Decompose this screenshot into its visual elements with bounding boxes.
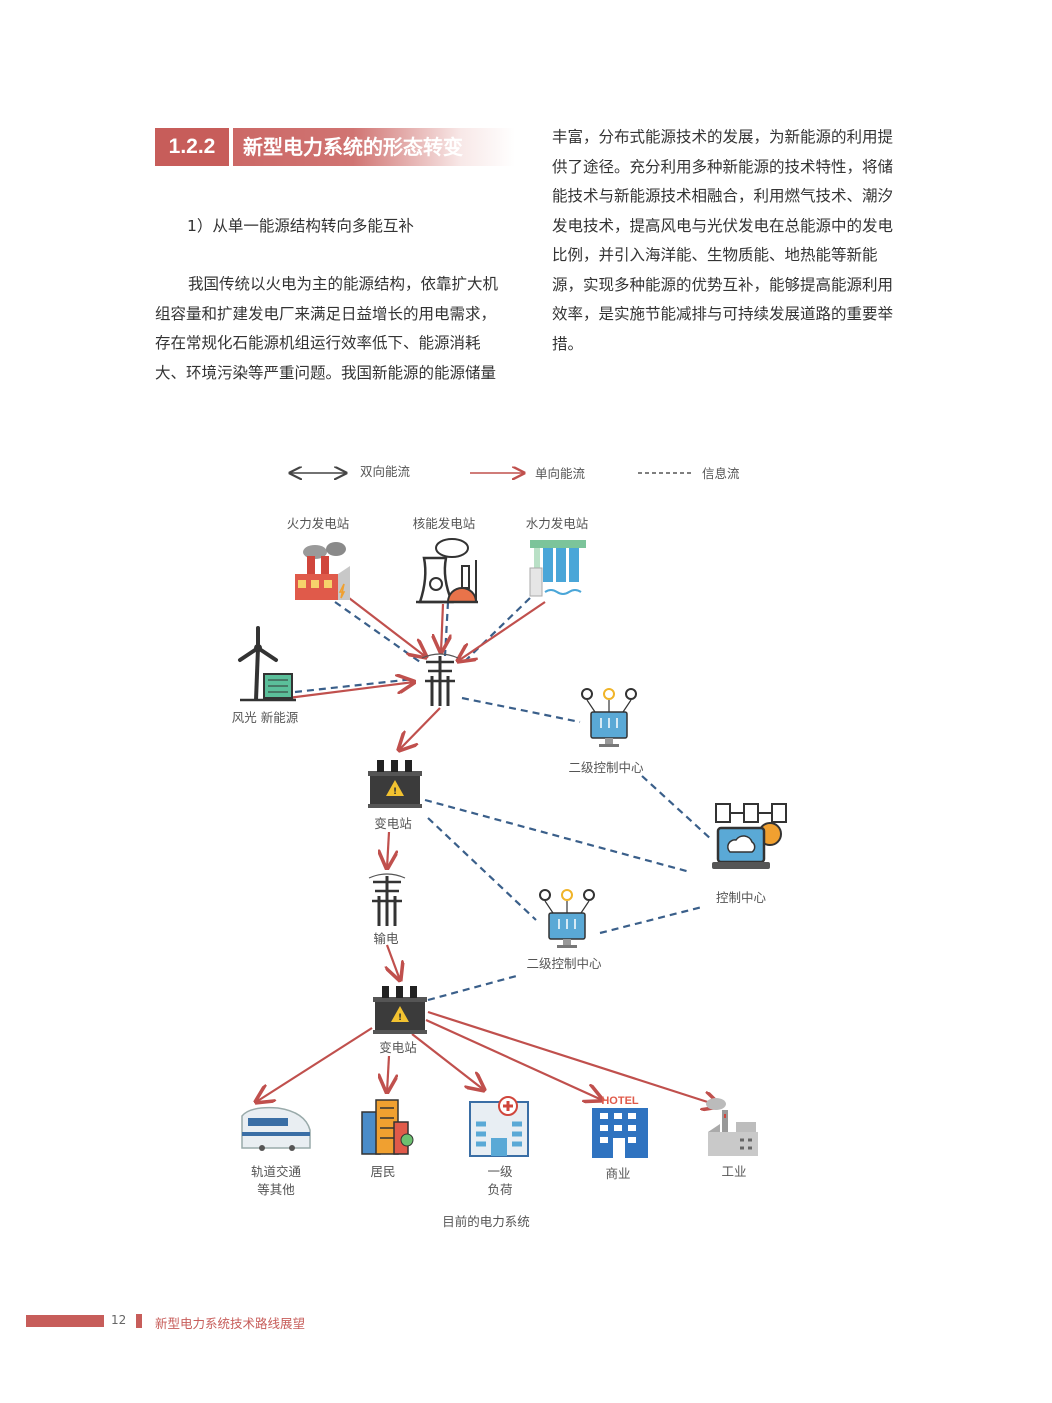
legend-info-label: 信息流 [702, 466, 740, 481]
hotel-sign: HOTEL [601, 1095, 639, 1107]
paragraph-line: 大、环境污染等严重问题。我国新能源的能源储量 [155, 363, 497, 382]
subheading: 1）从单一能源结构转向多能互补 [187, 217, 414, 235]
secondary-control-center-label-1: 二级控制中心 [568, 760, 644, 775]
thermal-plant-label: 火力发电站 [287, 516, 350, 531]
control-center-icon [712, 803, 787, 869]
hydro-plant-label: 水力发电站 [526, 516, 589, 531]
control-center-label: 控制中心 [716, 890, 767, 905]
nuclear-plant-label: 核能发电站 [413, 516, 476, 531]
info-flow-lines [294, 597, 713, 1002]
substation-icon [368, 760, 422, 808]
transmission-label: 输电 [373, 931, 399, 946]
substation-label-1: 变电站 [374, 816, 412, 831]
transmission-pylon-hub-icon [420, 652, 460, 708]
legend: 双向能流 单向能流 信息流 [290, 464, 740, 481]
thermal-plant-icon [295, 542, 350, 600]
nuclear-plant-icon [416, 538, 478, 604]
factory-icon [706, 1098, 758, 1156]
paragraph-line: 效率，是实施节能减排与可持续发展道路的重要举 [552, 305, 894, 323]
primary-load-label-line2: 负荷 [487, 1182, 512, 1197]
secondary-control-center-icon [539, 889, 595, 949]
section-divider [229, 128, 233, 166]
section-title: 新型电力系统的形态转变 [243, 135, 463, 159]
primary-load-label-line1: 一级 [487, 1164, 513, 1179]
right-paragraph: 丰富，分布式能源技术的发展，为新能源的利用提 供了途径。充分利用多种新能源的技术… [552, 123, 914, 359]
high-speed-train-icon [241, 1106, 311, 1151]
paragraph-line: 供了途径。充分利用多种新能源的技术特性，将储 [552, 157, 894, 176]
paragraph-line: 丰富，分布式能源技术的发展，为新能源的利用提 [552, 128, 894, 146]
hydro-plant-icon [529, 540, 586, 597]
left-paragraph: 我国传统以火电为主的能源结构，依靠扩大机 组容量和扩建发电厂来满足日益增长的用电… [155, 270, 517, 388]
substation-label-2: 变电站 [379, 1040, 417, 1055]
footer-title: 新型电力系统技术路线展望 [155, 1316, 306, 1331]
rail-label-line1: 轨道交通 [251, 1164, 302, 1179]
wind-turbine-icon [238, 626, 296, 702]
paragraph-line: 比例，并引入海洋能、生物质能、地热能等新能 [552, 246, 878, 264]
rail-label-line2: 等其他 [257, 1182, 295, 1197]
paragraph-line: 组容量和扩建发电厂来满足日益增长的用电需求， [155, 304, 497, 323]
paragraph-line: 发电技术，提高风电与光伏发电在总能源中的发电 [552, 216, 894, 235]
wind-solar-label: 风光 新能源 [232, 710, 299, 725]
page-number: 12 [111, 1313, 127, 1327]
substation-icon [373, 986, 427, 1034]
transmission-pylon-icon [367, 872, 407, 928]
commerce-label: 商业 [605, 1166, 630, 1181]
paragraph-line: 能技术与新能源技术相融合，利用燃气技术、潮汐 [552, 187, 894, 205]
section-number: 1.2.2 [155, 128, 229, 166]
section-heading: 1.2.2 新型电力系统的形态转变 [155, 128, 515, 166]
legend-bidirectional-label: 双向能流 [360, 464, 411, 479]
paragraph-line: 存在常规化石能源机组运行效率低下、能源消耗 [155, 334, 481, 352]
figure-caption: 目前的电力系统 [442, 1214, 530, 1229]
secondary-control-center-icon [581, 688, 637, 748]
secondary-control-center-label-2: 二级控制中心 [526, 956, 602, 971]
footer-marker [136, 1314, 142, 1328]
industry-label: 工业 [721, 1164, 746, 1179]
hotel-building-icon: HOTEL [592, 1095, 648, 1158]
hospital-icon [469, 1096, 529, 1157]
residents-label: 居民 [370, 1164, 395, 1179]
paragraph-line: 源，实现多种能源的优势互补，能够提高能源利用 [552, 275, 894, 294]
paragraph-line: 我国传统以火电为主的能源结构，依靠扩大机 [188, 275, 499, 293]
legend-unidirectional-label: 单向能流 [535, 466, 586, 481]
footer-accent-bar [26, 1315, 104, 1327]
residential-building-icon [361, 1099, 414, 1155]
paragraph-line: 措。 [552, 334, 584, 353]
energy-flow-arrows [256, 597, 720, 1106]
